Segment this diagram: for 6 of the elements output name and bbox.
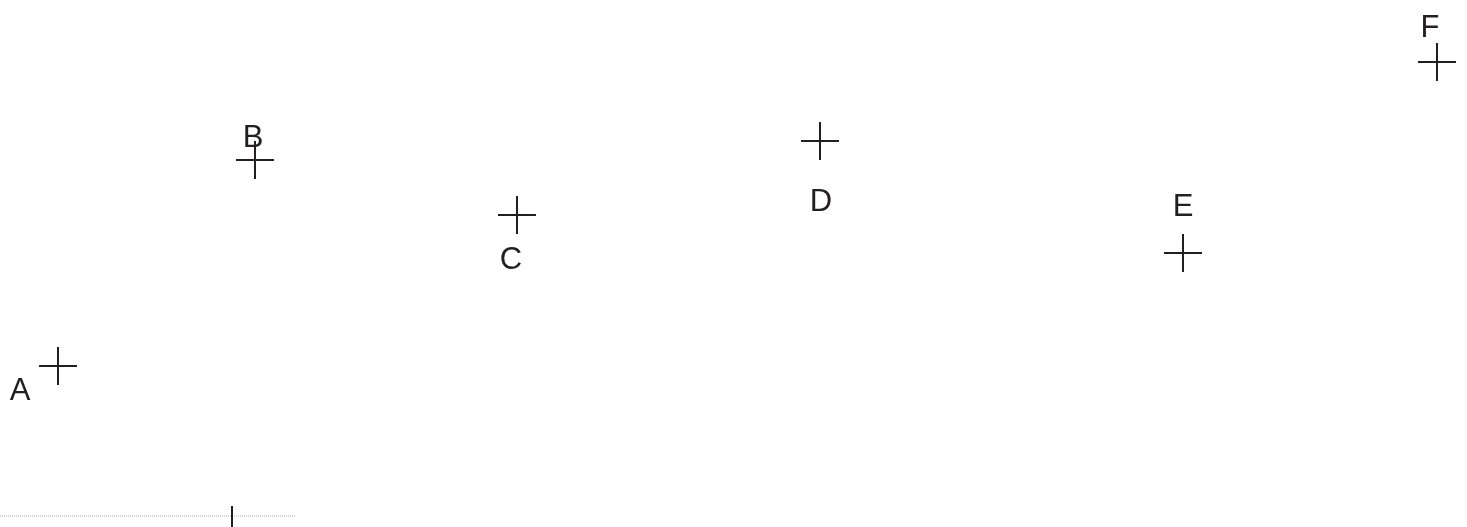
- point-label: F: [1420, 10, 1440, 42]
- point-label: B: [242, 120, 264, 152]
- point-label: C: [499, 242, 523, 274]
- point-label: D: [809, 184, 833, 216]
- point-label: A: [9, 373, 31, 405]
- point-label: E: [1172, 189, 1194, 221]
